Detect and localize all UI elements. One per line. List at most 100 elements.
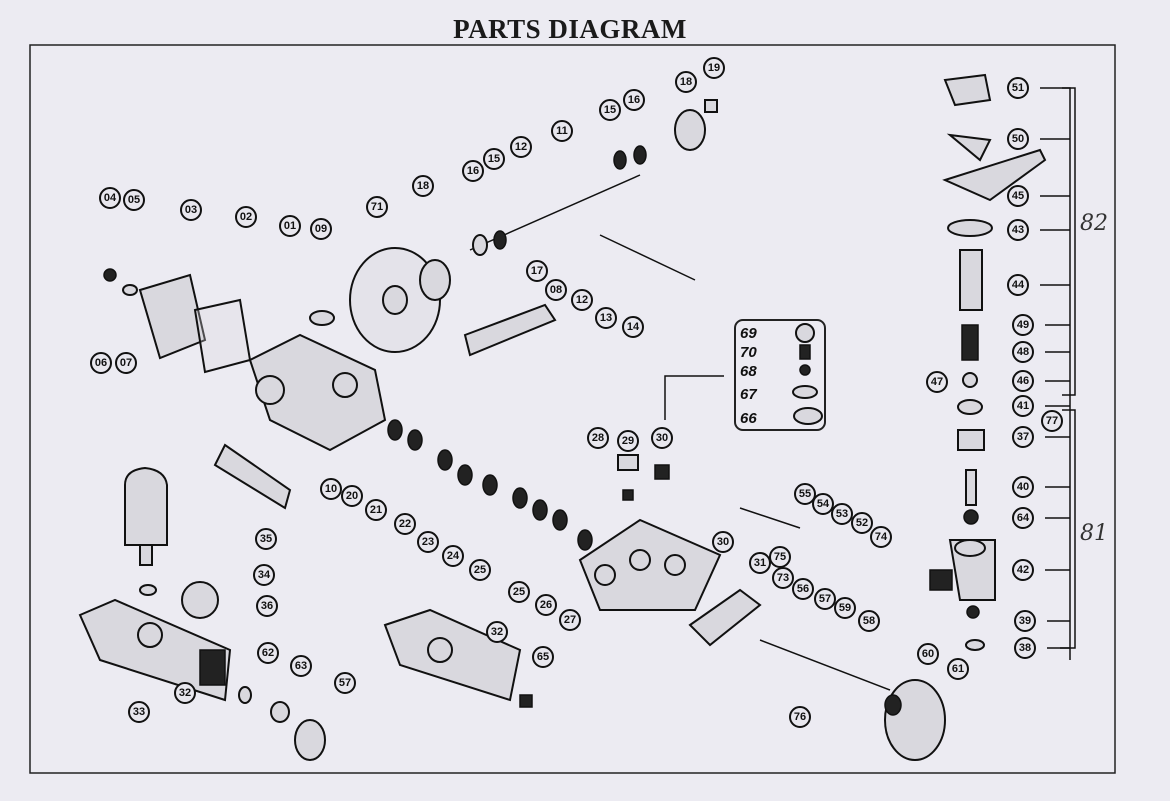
part-number: 15 (604, 104, 616, 116)
part-label: 64 (1012, 507, 1034, 529)
part-number: 32 (491, 626, 503, 638)
part-label: 16 (623, 89, 645, 111)
inset-label: 70 (740, 344, 757, 361)
part-label-circle (366, 196, 388, 218)
part-label-circle (675, 71, 697, 93)
part-number: 65 (537, 651, 549, 663)
seal-ring (387, 419, 403, 441)
part-label: 65 (532, 646, 554, 668)
part-label: 62 (257, 642, 279, 664)
part-number: 43 (1012, 224, 1024, 236)
part-label-circle (571, 289, 593, 311)
part-number: 20 (346, 490, 358, 502)
inset-label: 67 (740, 386, 757, 403)
part-label-circle (257, 642, 279, 664)
part-label: 59 (834, 597, 856, 619)
seal-ring (437, 449, 453, 471)
page-title: PARTS DIAGRAM (453, 14, 687, 44)
part-label-circle (310, 218, 332, 240)
part-label: 17 (526, 260, 548, 282)
part-label: 73 (772, 567, 794, 589)
part-label-circle (559, 609, 581, 631)
part-number: 53 (836, 508, 848, 520)
part-number: 30 (656, 432, 668, 444)
part-label: 52 (851, 512, 873, 534)
inset-label: 66 (740, 410, 757, 427)
part-label-circle (365, 499, 387, 521)
part-label: 15 (599, 99, 621, 121)
part-label: 58 (858, 610, 880, 632)
part-number: 42 (1017, 564, 1029, 576)
part-number: 45 (1012, 190, 1024, 202)
part-label: 15 (483, 148, 505, 170)
part-label-circle (545, 279, 567, 301)
part-label: 25 (469, 559, 491, 581)
part-label: 34 (253, 564, 275, 586)
handwritten-group-label: 82 (1080, 211, 1108, 236)
part-number: 58 (863, 615, 875, 627)
part-number: 47 (931, 376, 943, 388)
part-label-circle (599, 99, 621, 121)
part-label: 26 (535, 594, 557, 616)
part-label: 42 (1012, 559, 1034, 581)
part-number: 41 (1017, 400, 1029, 412)
part-number: 33 (133, 706, 145, 718)
part-label-circle (772, 567, 794, 589)
part-label: 27 (559, 609, 581, 631)
part-number: 44 (1012, 279, 1025, 291)
part-label: 37 (1012, 426, 1034, 448)
part-number: 18 (417, 180, 429, 192)
part-label: 63 (290, 655, 312, 677)
part-number: 28 (592, 432, 604, 444)
part-label-circle (595, 307, 617, 329)
part-label: 47 (926, 371, 948, 393)
part-label-circle (814, 588, 836, 610)
part-label-circle (532, 646, 554, 668)
leader-lines (664, 87, 1076, 660)
part-number: 12 (576, 294, 588, 306)
part-number: 08 (550, 284, 562, 296)
part-label-circle (180, 199, 202, 221)
part-label-circle (526, 260, 548, 282)
part-label-circle (486, 621, 508, 643)
part-number: 25 (474, 564, 486, 576)
part-label-circle (235, 206, 257, 228)
part-number: 60 (922, 648, 934, 660)
part-label-circle (279, 215, 301, 237)
part-label-circle (1012, 507, 1034, 529)
part-label-circle (947, 658, 969, 680)
part-label: 57 (334, 672, 356, 694)
part-label: 22 (394, 513, 416, 535)
part-label: 30 (651, 427, 673, 449)
part-label-circle (1014, 610, 1036, 632)
part-label-circle (651, 427, 673, 449)
part-label: 01 (279, 215, 301, 237)
part-label: 54 (812, 493, 834, 515)
part-label: 36 (256, 595, 278, 617)
part-label-circle (483, 148, 505, 170)
seal-ring (407, 429, 423, 451)
part-label: 16 (462, 160, 484, 182)
part-number: 19 (708, 62, 720, 74)
part-label: 11 (551, 120, 573, 142)
part-label: 75 (769, 546, 791, 568)
part-number: 32 (179, 687, 191, 699)
part-number: 76 (794, 711, 806, 723)
part-label: 07 (115, 352, 137, 374)
part-label-circle (769, 546, 791, 568)
part-label: 43 (1007, 219, 1029, 241)
part-label-circle (1014, 637, 1036, 659)
part-number: 51 (1012, 82, 1024, 94)
part-label: 45 (1007, 185, 1029, 207)
part-number: 03 (185, 204, 197, 216)
part-label: 20 (341, 485, 363, 507)
part-label-circle (256, 595, 278, 617)
part-label: 32 (174, 682, 196, 704)
part-label: 03 (180, 199, 202, 221)
part-label-circle (123, 189, 145, 211)
part-label-circle (469, 559, 491, 581)
part-label-circle (1012, 476, 1034, 498)
part-label-circle (858, 610, 880, 632)
part-label-circle (623, 89, 645, 111)
